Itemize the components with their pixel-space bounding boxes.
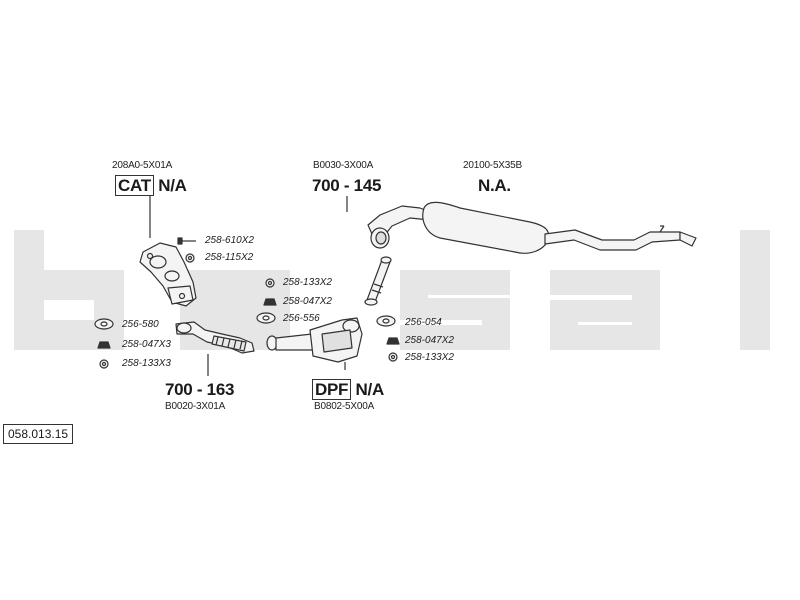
part-code-256-580: 256-580 xyxy=(122,319,159,330)
reference-number: 058.013.15 xyxy=(3,424,74,444)
dpf-oem-number: B0802-5X00A xyxy=(314,401,375,412)
front-pipe-part xyxy=(175,321,255,354)
center-pipe-label: 700 - 145 xyxy=(312,176,382,195)
dpf-part xyxy=(266,317,363,363)
rear-label: N.A. xyxy=(478,176,511,195)
front-pipe-oem-number: B0020-3X01A xyxy=(165,401,226,412)
part-code-258-047x3: 258-047X3 xyxy=(122,339,171,350)
cat-oem-number: 208A0-5X01A xyxy=(112,160,173,171)
catalyst-part xyxy=(139,242,197,307)
dpf-label-text: N/A xyxy=(355,380,385,399)
center-pipe-part xyxy=(364,256,392,306)
part-code-258-047x2-a: 258-047X2 xyxy=(283,296,332,307)
small-parts xyxy=(94,237,400,369)
rear-oem-number: 20100-5X35B xyxy=(463,160,522,171)
cat-label: CAT N/A xyxy=(115,175,187,196)
part-code-258-047x2-b: 258-047X2 xyxy=(405,335,454,346)
cat-boxed-tag: CAT xyxy=(115,175,154,196)
rear-silencer-part xyxy=(367,201,697,254)
dpf-boxed-tag: DPF xyxy=(312,379,352,400)
part-code-258-115x2: 258-115X2 xyxy=(205,252,254,263)
part-code-256-556: 256-556 xyxy=(283,313,320,324)
part-code-258-133x3: 258-133X3 xyxy=(122,358,171,369)
cat-label-text: N/A xyxy=(158,176,187,195)
part-code-256-054: 256-054 xyxy=(405,317,442,328)
dpf-label: DPF N/A xyxy=(312,379,385,400)
part-code-258-133x2-b: 258-133X2 xyxy=(405,352,454,363)
part-code-258-133x2-a: 258-133X2 xyxy=(283,277,332,288)
center-pipe-oem-number: B0030-3X00A xyxy=(313,160,374,171)
part-code-258-610x2: 258-610X2 xyxy=(205,235,254,246)
front-pipe-label: 700 - 163 xyxy=(165,380,235,399)
